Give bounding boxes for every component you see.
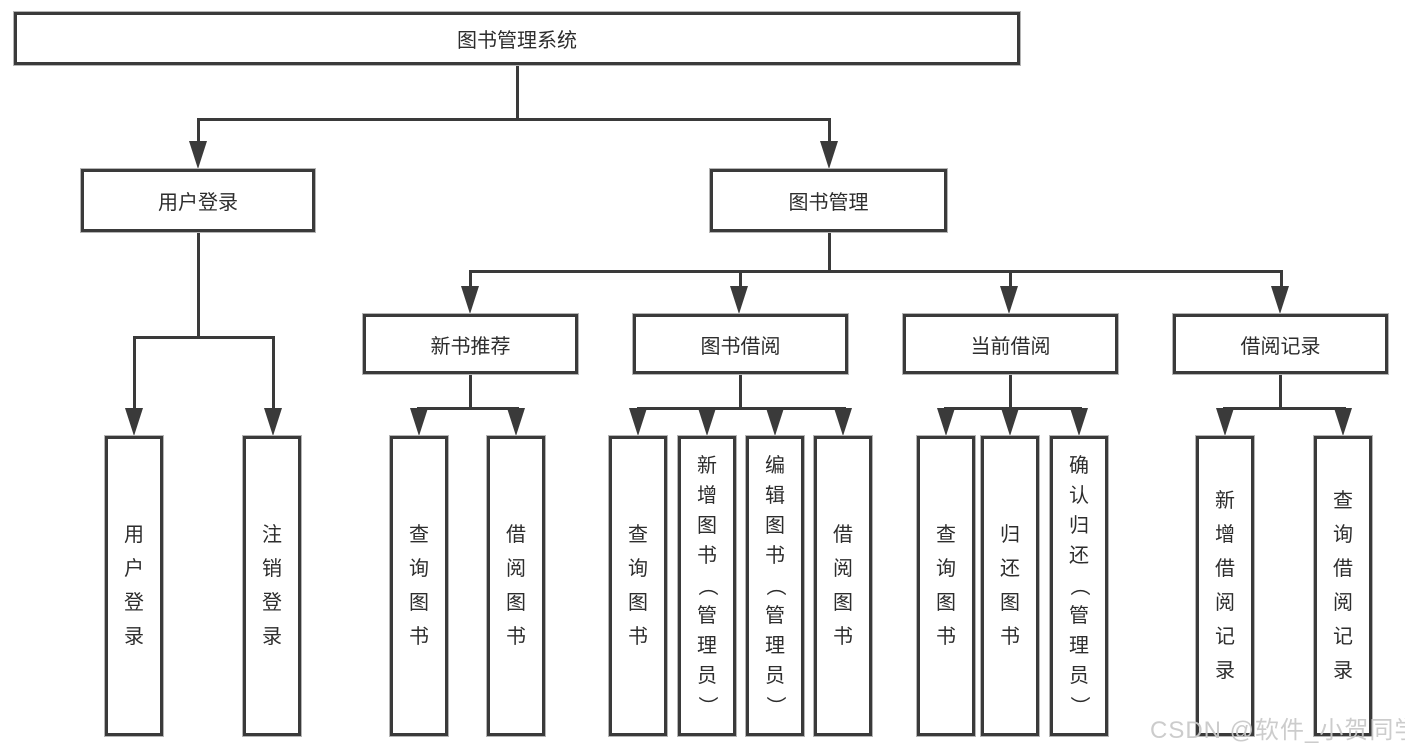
connector-arrowhead <box>125 408 143 436</box>
leaf-label: 查询图书 <box>628 524 648 648</box>
node-new-book-recommend: 新书推荐 <box>363 314 578 374</box>
connector-arrowhead <box>507 408 525 436</box>
leaf-query-borrow-record: 查询借阅记录 <box>1314 436 1372 736</box>
connector-line <box>739 270 742 290</box>
node-label: 图书管理系统 <box>457 30 577 52</box>
connector-line <box>469 270 1283 273</box>
connector-line <box>469 270 472 290</box>
node-book-management: 图书管理 <box>710 169 947 232</box>
node-label: 图书借阅 <box>700 335 781 358</box>
node-label: 新书推荐 <box>430 335 511 358</box>
connector-line <box>133 336 275 339</box>
connector-line <box>1279 374 1282 410</box>
leaf-query-books-recommend: 查询图书 <box>390 436 448 736</box>
connector-line <box>828 118 831 146</box>
connector-arrowhead <box>1271 286 1289 314</box>
leaf-confirm-return-admin: 确认归还（管理员） <box>1050 436 1108 736</box>
connector-line <box>197 232 200 339</box>
node-library-system: 图书管理系统 <box>14 12 1020 65</box>
leaf-add-book-admin: 新增图书（管理员） <box>678 436 736 736</box>
node-book-borrow: 图书借阅 <box>633 314 848 374</box>
node-borrow-record: 借阅记录 <box>1173 314 1388 374</box>
watermark: CSDN @软件_小贺同学 <box>1150 717 1405 744</box>
connector-arrowhead <box>264 408 282 436</box>
leaf-query-books-borrow: 查询图书 <box>609 436 667 736</box>
leaf-label: 新增图书（管理员） <box>696 455 718 716</box>
leaf-user-login: 用户登录 <box>105 436 163 736</box>
node-label: 当前借阅 <box>970 335 1051 358</box>
node-label: 借阅记录 <box>1240 335 1321 358</box>
connector-arrowhead <box>1001 408 1019 436</box>
leaf-label: 查询图书 <box>936 524 956 648</box>
connector-line <box>637 407 846 410</box>
connector-arrowhead <box>1334 408 1352 436</box>
connector-line <box>1009 374 1012 410</box>
leaf-query-books-current: 查询图书 <box>917 436 975 736</box>
connector-arrowhead <box>834 408 852 436</box>
connector-arrowhead <box>766 408 784 436</box>
connector-arrowhead <box>937 408 955 436</box>
leaf-label: 借阅图书 <box>833 524 853 648</box>
leaf-label: 归还图书 <box>1000 524 1020 648</box>
leaf-label: 查询借阅记录 <box>1333 490 1353 682</box>
node-current-borrow: 当前借阅 <box>903 314 1118 374</box>
leaf-add-borrow-record: 新增借阅记录 <box>1196 436 1254 736</box>
leaf-logout: 注销登录 <box>243 436 301 736</box>
connector-line <box>469 374 472 410</box>
leaf-label: 确认归还（管理员） <box>1068 455 1090 716</box>
leaf-edit-book-admin: 编辑图书（管理员） <box>746 436 804 736</box>
leaf-borrow-books-recommend: 借阅图书 <box>487 436 545 736</box>
leaf-label: 新增借阅记录 <box>1215 490 1235 682</box>
connector-arrowhead <box>410 408 428 436</box>
connector-line <box>417 407 519 410</box>
leaf-label: 借阅图书 <box>506 524 526 648</box>
connector-arrowhead <box>1070 408 1088 436</box>
connector-arrowhead <box>1216 408 1234 436</box>
connector-line <box>1009 270 1012 290</box>
node-label: 用户登录 <box>158 192 238 214</box>
leaf-label: 编辑图书（管理员） <box>764 455 786 716</box>
connector-line <box>197 118 200 146</box>
connector-line <box>1280 270 1283 290</box>
connector-line <box>133 336 136 412</box>
connector-line <box>828 232 831 273</box>
leaf-label: 查询图书 <box>409 524 429 648</box>
leaf-return-book: 归还图书 <box>981 436 1039 736</box>
leaf-label: 用户登录 <box>124 524 144 648</box>
connector-arrowhead <box>1000 286 1018 314</box>
connector-arrowhead <box>730 286 748 314</box>
connector-arrowhead <box>820 141 838 169</box>
connector-line <box>197 118 831 121</box>
connector-arrowhead <box>629 408 647 436</box>
connector-arrowhead <box>698 408 716 436</box>
connector-line <box>739 374 742 410</box>
connector-arrowhead <box>189 141 207 169</box>
leaf-label: 注销登录 <box>262 524 282 648</box>
connector-line <box>272 336 275 412</box>
connector-line <box>1223 407 1346 410</box>
connector-arrowhead <box>461 286 479 314</box>
node-user-login: 用户登录 <box>81 169 315 232</box>
connector-line <box>516 65 519 121</box>
leaf-borrow-books-borrow: 借阅图书 <box>814 436 872 736</box>
node-label: 图书管理 <box>788 192 869 214</box>
